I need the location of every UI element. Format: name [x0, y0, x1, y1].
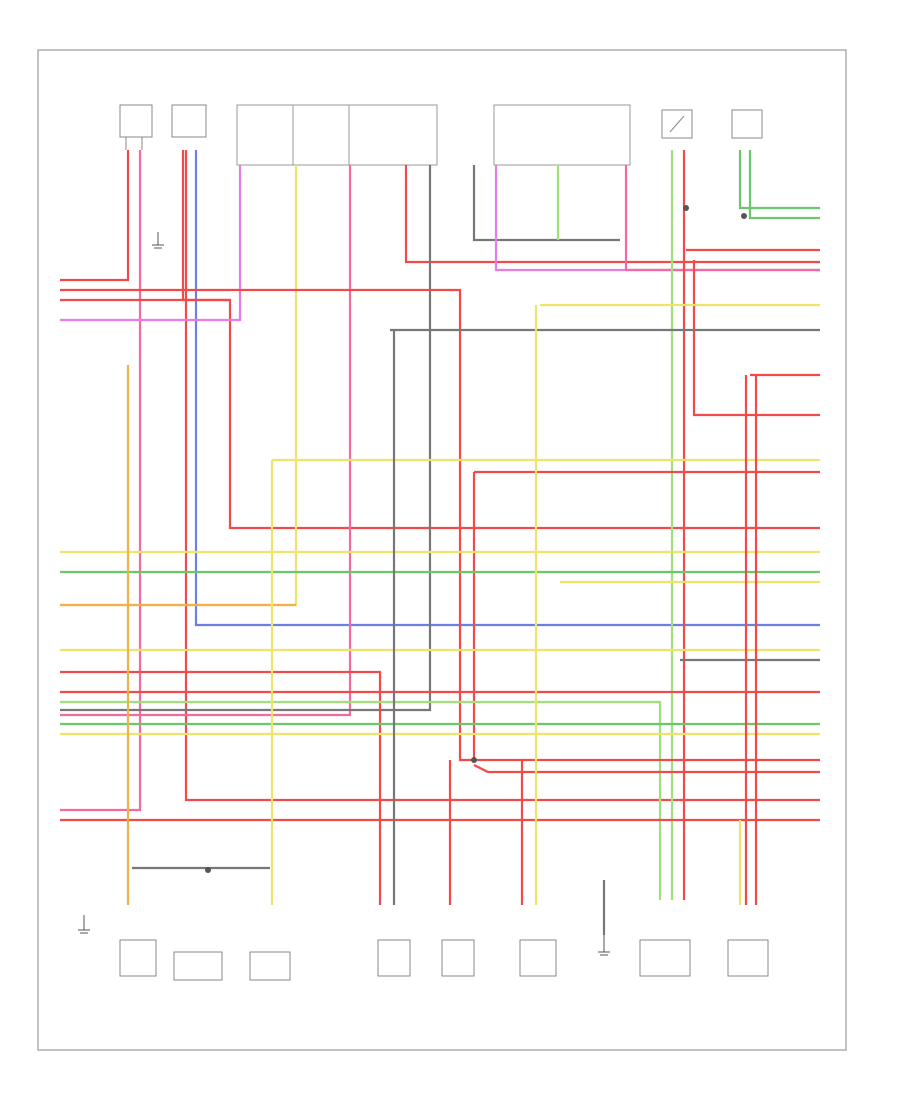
splice-node — [683, 205, 689, 211]
splice-node — [205, 867, 211, 873]
wire-red — [60, 670, 382, 905]
splice-node — [471, 757, 477, 763]
component-tr1 — [661, 109, 693, 139]
wire-gray — [60, 165, 432, 712]
wire-red — [60, 288, 474, 762]
wire-red — [473, 764, 820, 774]
component-bottom-3 — [249, 951, 291, 981]
wire-pink — [60, 150, 142, 812]
component-bottom-6 — [519, 939, 557, 977]
ground-icon — [78, 915, 90, 934]
component-bottom-5 — [441, 939, 475, 977]
wire-gray — [472, 165, 620, 242]
ground-icon — [152, 232, 164, 249]
component-ltsens — [171, 104, 207, 138]
splice-node — [741, 213, 747, 219]
component-mlps — [119, 104, 153, 150]
component-tr2 — [731, 109, 763, 139]
component-bottom-2 — [173, 951, 223, 981]
wire-blue — [194, 150, 820, 627]
wire-green — [748, 150, 820, 220]
wire-red — [60, 150, 130, 282]
component-sp-block — [493, 104, 631, 166]
wire-group — [60, 150, 820, 935]
component-bottom-7 — [639, 939, 691, 977]
wire-green — [738, 150, 820, 210]
wire-yellow — [60, 165, 298, 607]
wire-pink — [60, 165, 352, 717]
wire-red — [692, 260, 820, 417]
wire-light_green — [60, 700, 662, 900]
component-io-block — [236, 104, 438, 166]
wire-violet — [60, 165, 242, 322]
wire-pink — [624, 165, 820, 272]
wire-red — [404, 165, 820, 264]
ground-icon — [598, 935, 610, 956]
component-bottom-1 — [119, 939, 157, 977]
diagram-frame — [37, 49, 847, 1051]
wire-red — [184, 150, 820, 802]
component-bottom-8 — [727, 939, 769, 977]
component-bottom-4 — [377, 939, 411, 977]
